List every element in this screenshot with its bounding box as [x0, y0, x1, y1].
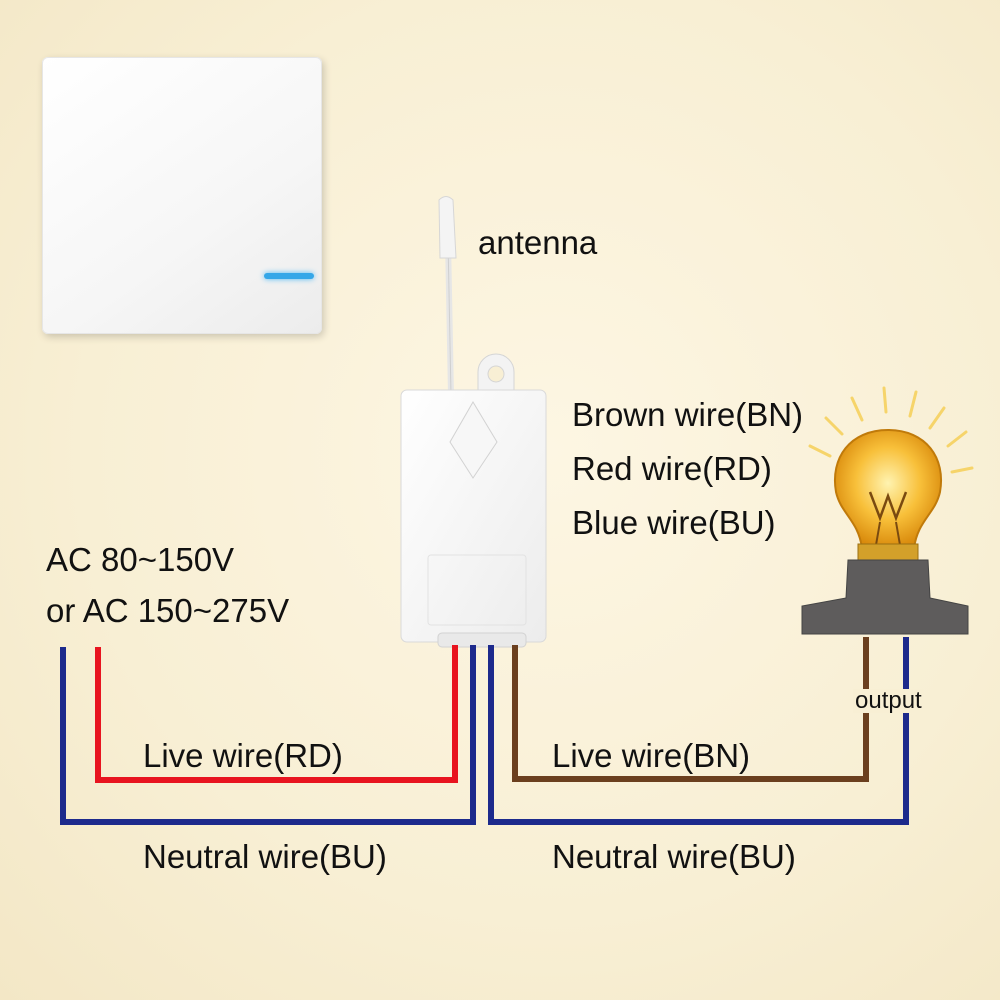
- brown-wire-label: Brown wire(BN): [572, 396, 804, 433]
- light-bulb: [801, 386, 974, 635]
- output-neutral-wire-blue: [488, 637, 909, 825]
- receiver-module: [400, 353, 547, 648]
- blue-wire-label: Blue wire(BU): [572, 504, 776, 541]
- wireless-wall-switch: [42, 57, 322, 334]
- input-live-wire-label: Live wire(RD): [143, 737, 343, 774]
- output-neutral-wire-label: Neutral wire(BU): [552, 838, 796, 875]
- switch-indicator-led: [264, 273, 314, 279]
- input-neutral-wire-blue: [60, 645, 476, 825]
- antenna: [438, 196, 457, 396]
- input-live-wire-red: [95, 645, 458, 783]
- supply-voltage-line1: AC 80~150V: [46, 541, 235, 578]
- red-wire-label: Red wire(RD): [572, 450, 772, 487]
- output-live-wire-label: Live wire(BN): [552, 737, 751, 774]
- antenna-label: antenna: [478, 224, 598, 261]
- input-neutral-wire-label: Neutral wire(BU): [143, 838, 387, 875]
- output-label: output: [853, 687, 924, 714]
- supply-voltage-line2: or AC 150~275V: [46, 592, 290, 629]
